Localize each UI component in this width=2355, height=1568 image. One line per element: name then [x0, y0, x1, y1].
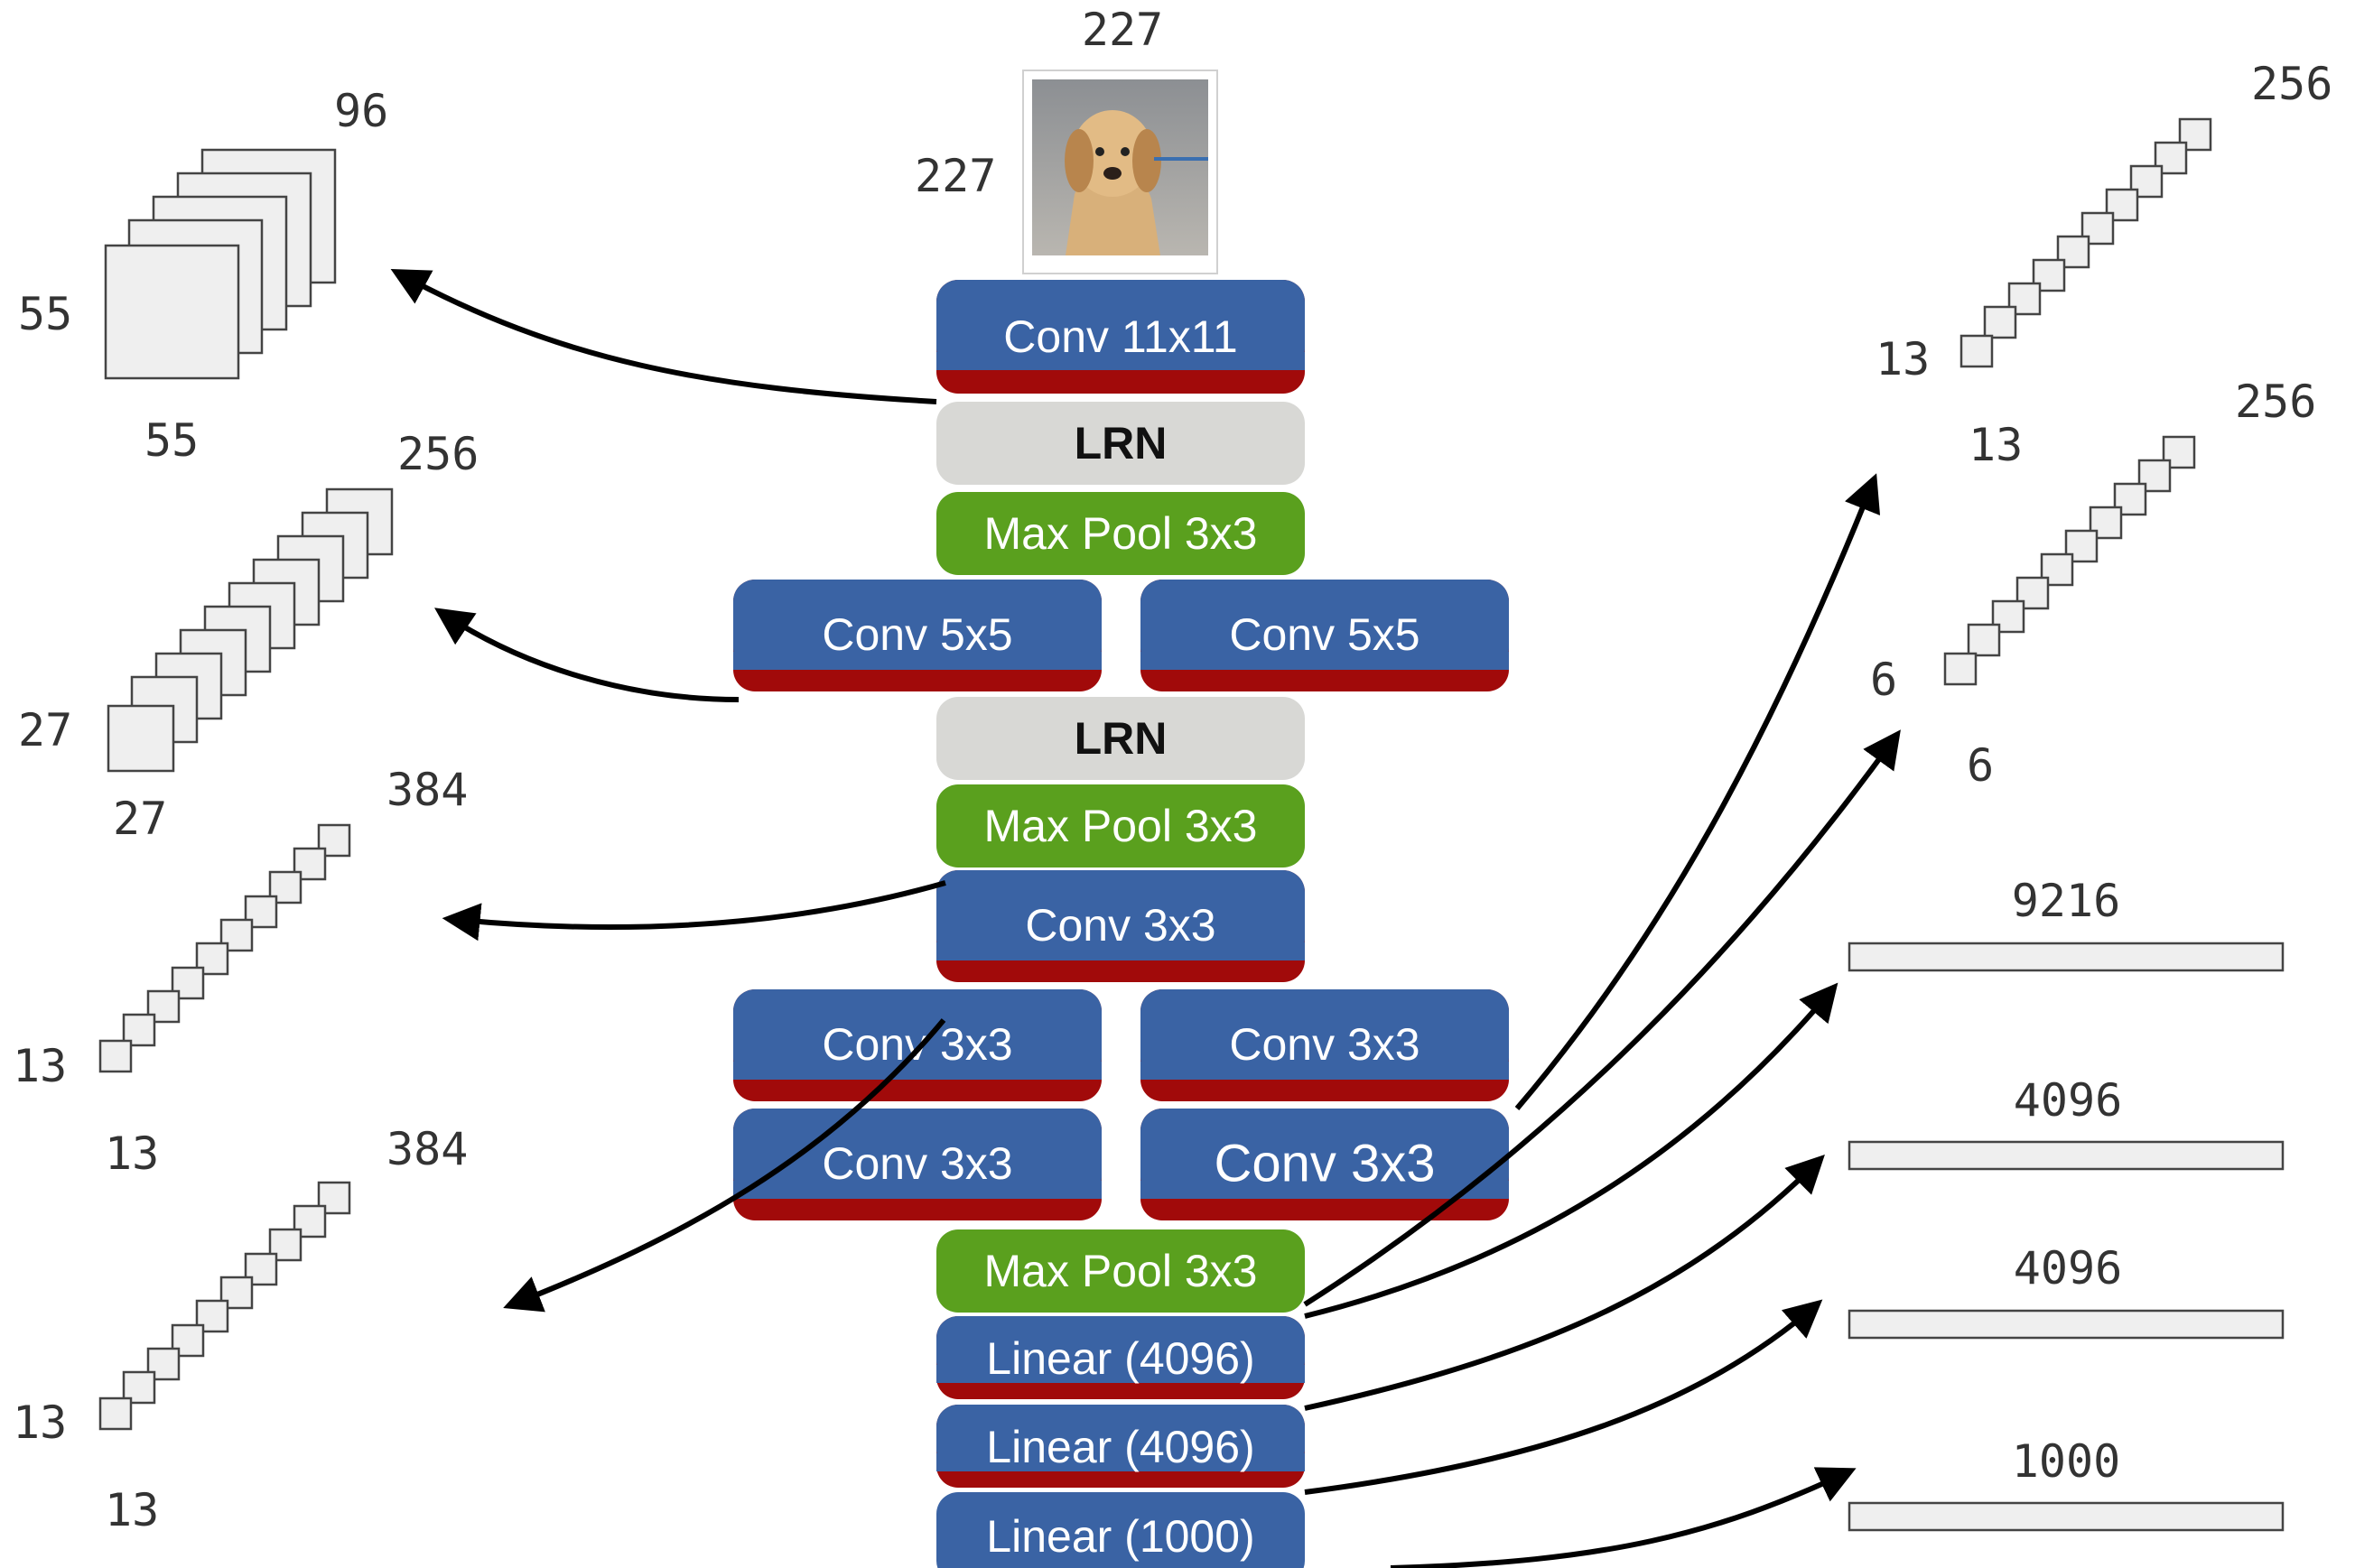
feature-map-5: 256 13 13	[1876, 58, 2332, 471]
pool1-block: Max Pool 3x3	[936, 492, 1305, 575]
map1-height-label: 55	[18, 288, 72, 340]
input-image: 227 227	[915, 4, 1218, 274]
arrow-fc2-to-vector3	[1304, 1299, 1823, 1495]
map2-depth-label: 256	[397, 428, 479, 480]
fc1-block: Linear (4096)	[936, 1316, 1305, 1399]
input-width-label: 227	[1082, 4, 1163, 56]
vector3-size-label: 4096	[2014, 1242, 2122, 1294]
map4-depth-label: 384	[386, 1123, 468, 1175]
vector4-size-label: 1000	[2012, 1435, 2120, 1488]
feature-map-1: 96 55 55	[18, 85, 388, 467]
map1-depth-label: 96	[334, 85, 388, 137]
fc3-block: Linear (1000)	[936, 1492, 1305, 1568]
map4-width-label: 13	[105, 1484, 159, 1536]
map3-height-label: 13	[13, 1040, 67, 1092]
conv4a-block: Conv 3x3	[733, 989, 1102, 1101]
map5-width-label: 13	[1969, 419, 2023, 471]
vector-4: 1000	[1848, 1435, 2285, 1532]
feature-map-3: 384 13 13	[13, 764, 468, 1180]
map3-depth-label: 384	[386, 764, 468, 816]
vector-1: 9216	[1848, 875, 2285, 972]
fc2-label: Linear (4096)	[986, 1422, 1254, 1472]
conv4a-label: Conv 3x3	[822, 1019, 1012, 1070]
fc1-label: Linear (4096)	[986, 1333, 1254, 1384]
conv3-block: Conv 3x3	[936, 870, 1305, 982]
conv3-label: Conv 3x3	[1025, 900, 1215, 951]
lrn2-label: LRN	[1075, 713, 1168, 764]
conv2a-label: Conv 5x5	[822, 609, 1012, 660]
feature-map-6: 256 6 6	[1870, 376, 2316, 792]
vector-3: 4096	[1848, 1242, 2285, 1340]
map1-width-label: 55	[144, 414, 199, 467]
map6-width-label: 6	[1967, 739, 1994, 792]
arrows	[390, 268, 1901, 1568]
arrow-conv2-to-map2	[434, 608, 740, 702]
pool3-block: Max Pool 3x3	[936, 1229, 1305, 1313]
layer-stack: Conv 11x11 LRN Max Pool 3x3 Conv 5x5 Con…	[733, 280, 1509, 1568]
arrow-pool3-to-map6	[1303, 729, 1901, 1307]
conv5b-block: Conv 3x3	[1140, 1109, 1509, 1220]
map3-width-label: 13	[105, 1127, 159, 1180]
pool2-label: Max Pool 3x3	[984, 801, 1258, 851]
map5-depth-label: 256	[2251, 58, 2332, 110]
fc2-block: Linear (4096)	[936, 1405, 1305, 1488]
map2-width-label: 27	[113, 793, 167, 845]
conv2b-block: Conv 5x5	[1140, 580, 1509, 691]
conv4b-label: Conv 3x3	[1229, 1019, 1420, 1070]
conv2a-block: Conv 5x5	[733, 580, 1102, 691]
feature-map-4: 384 13 13	[13, 1123, 468, 1536]
arrow-conv3-to-map3	[442, 880, 946, 942]
arrow-conv5-to-map5	[1514, 473, 1881, 1110]
vector1-size-label: 9216	[2012, 875, 2120, 927]
conv5a-label: Conv 3x3	[822, 1138, 1012, 1189]
pool1-label: Max Pool 3x3	[984, 508, 1258, 559]
conv4b-block: Conv 3x3	[1140, 989, 1509, 1101]
pool3-label: Max Pool 3x3	[984, 1246, 1258, 1296]
lrn1-label: LRN	[1075, 418, 1168, 469]
arrow-pool3-to-vector1	[1304, 982, 1838, 1319]
puppy-icon	[1065, 110, 1208, 255]
lrn1-block: LRN	[936, 402, 1305, 485]
arrow-fc1-to-vector2	[1304, 1155, 1825, 1411]
conv1-block: Conv 11x11	[936, 280, 1305, 394]
vector2-size-label: 4096	[2014, 1074, 2122, 1127]
map4-height-label: 13	[13, 1396, 67, 1449]
conv2b-label: Conv 5x5	[1229, 609, 1420, 660]
map2-height-label: 27	[18, 704, 72, 756]
conv1-label: Conv 11x11	[1003, 311, 1237, 362]
vector-2: 4096	[1848, 1074, 2285, 1171]
arrow-conv4-to-map4	[503, 1018, 946, 1313]
feature-map-2: 256 27 27	[18, 428, 479, 845]
pool2-block: Max Pool 3x3	[936, 784, 1305, 868]
map6-height-label: 6	[1870, 654, 1897, 706]
map6-depth-label: 256	[2235, 376, 2316, 428]
input-height-label: 227	[915, 150, 996, 202]
lrn2-block: LRN	[936, 697, 1305, 780]
arrow-fc3-to-vector4	[1390, 1467, 1857, 1568]
fc3-label: Linear (1000)	[986, 1511, 1254, 1562]
conv5b-label: Conv 3x3	[1214, 1135, 1435, 1193]
map5-height-label: 13	[1876, 333, 1930, 385]
arrow-conv1-to-map1	[390, 268, 937, 404]
